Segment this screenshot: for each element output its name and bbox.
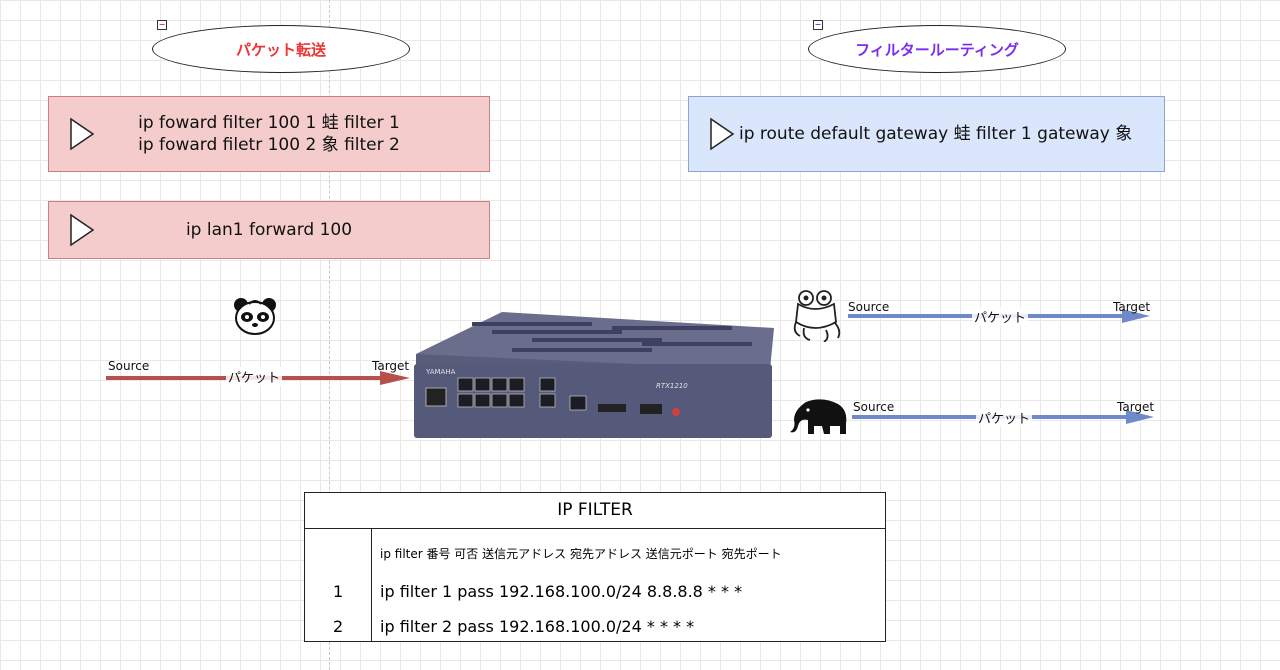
elephant-arrow-packet: パケット (976, 408, 1033, 427)
router-brand: YAMAHA (425, 368, 456, 376)
frog-arrow-source: Source (848, 300, 890, 314)
table-row-2: ip filter 2 pass 192.168.100.0/24 * * * … (380, 617, 695, 636)
lan-forward-box[interactable]: ip lan1 forward 100 (48, 201, 490, 259)
right-title: フィルタールーティング (855, 40, 1019, 59)
red-arrow-target: Target (372, 359, 410, 373)
router-image: YAMAHA RTX1210 (414, 312, 774, 438)
frog-arrow-packet: パケット (972, 307, 1029, 326)
left-title: パケット転送 (235, 40, 326, 59)
guide-line (329, 0, 330, 670)
forward-filter-box[interactable]: ip foward filter 100 1 蛙 filter 1 ip fow… (48, 96, 490, 172)
lan-forward-text: ip lan1 forward 100 (185, 220, 353, 240)
red-packet-arrow-head (380, 371, 410, 385)
elephant-icon (790, 399, 847, 434)
panda-icon (234, 298, 276, 335)
forward-filter-line2: ip foward filetr 100 2 象 filter 2 (138, 135, 400, 155)
table-row-num-2: 2 (333, 617, 344, 636)
table-row-num-1: 1 (333, 582, 344, 601)
play-icon (70, 213, 95, 247)
left-title-ellipse[interactable]: − パケット転送 (152, 20, 410, 73)
route-default-text: ip route default gateway 蛙 filter 1 gate… (739, 124, 1133, 144)
right-title-ellipse[interactable]: − フィルタールーティング (808, 20, 1066, 73)
collapse-icon[interactable]: − (157, 20, 167, 30)
play-icon (710, 117, 735, 151)
ip-filter-title: IP FILTER (305, 493, 885, 529)
elephant-arrow-source: Source (853, 400, 895, 414)
frog-packet-arrow-head (1122, 309, 1150, 323)
collapse-icon[interactable]: − (813, 20, 823, 30)
red-arrow-source: Source (108, 359, 150, 373)
elephant-packet-arrow-head (1126, 410, 1154, 424)
table-row-1: ip filter 1 pass 192.168.100.0/24 8.8.8.… (380, 582, 743, 601)
frog-arrow-target: Target (1113, 300, 1151, 314)
forward-filter-line1: ip foward filter 100 1 蛙 filter 1 (138, 113, 400, 133)
play-icon (70, 117, 95, 151)
red-arrow-packet: パケット (226, 367, 283, 386)
frog-icon (793, 290, 841, 342)
ip-filter-table: IP FILTER ip filter 番号 可否 送信元アドレス 宛先アドレス… (304, 492, 886, 642)
route-default-box[interactable]: ip route default gateway 蛙 filter 1 gate… (688, 96, 1165, 172)
ip-filter-header: ip filter 番号 可否 送信元アドレス 宛先アドレス 送信元ポート 宛先… (380, 547, 782, 561)
router-model: RTX1210 (656, 382, 688, 390)
table-divider (371, 528, 372, 641)
elephant-arrow-target: Target (1117, 400, 1155, 414)
